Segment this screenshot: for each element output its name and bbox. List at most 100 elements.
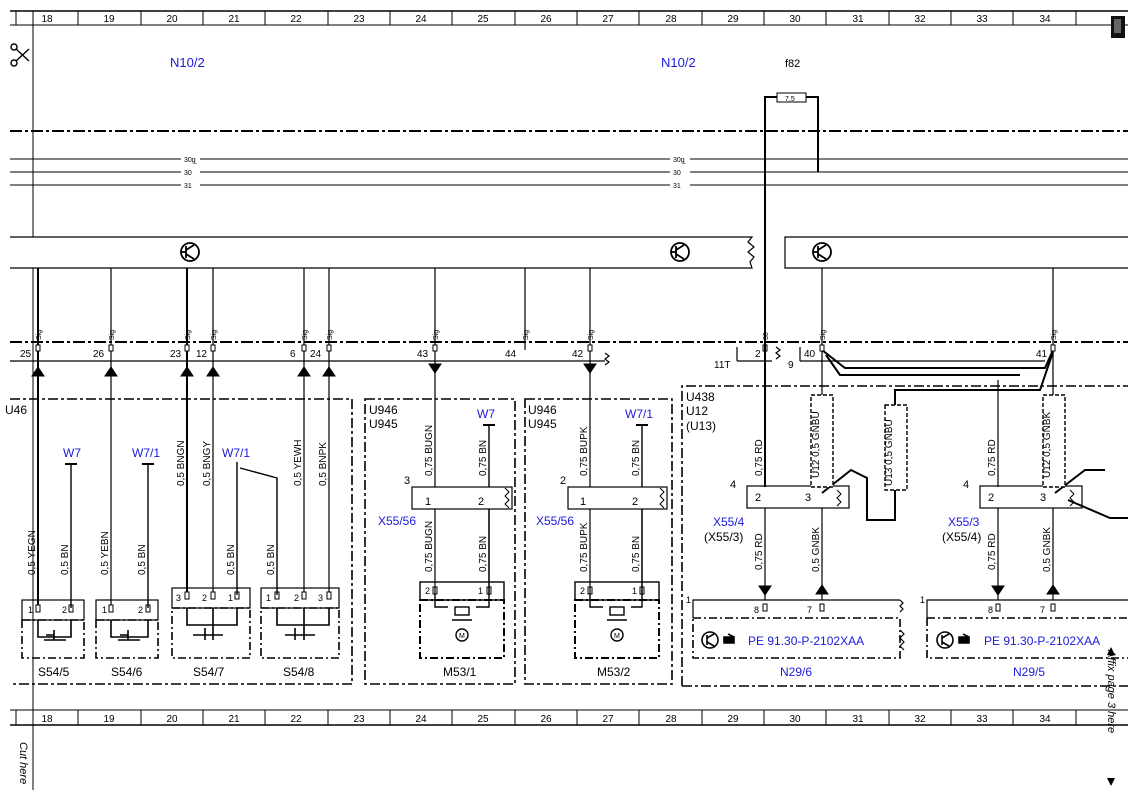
s54-8-pin2: 2	[294, 593, 299, 603]
component-s54-7: S54/7	[193, 665, 225, 679]
ruler-column-top: 25	[477, 14, 489, 25]
ruler-column-bottom: 21	[228, 714, 240, 725]
n29-6-pin8: 8	[754, 605, 759, 615]
wire-label: 0,75 RD	[754, 533, 765, 570]
variant-u13: (U13)	[686, 419, 716, 433]
x55-56-b-pin2: 2	[560, 475, 566, 487]
wire-label: 0,5 YEGN	[27, 530, 38, 575]
x55-56-a-pin1: 1	[425, 496, 431, 508]
switch-mechanism-icons	[37, 608, 330, 641]
terminal	[326, 344, 332, 352]
ruler-column-top: 31	[852, 14, 864, 25]
ruler-column-top: 32	[914, 14, 926, 25]
component-m53-2: M53/2	[597, 665, 631, 679]
supply-30-tag-right: 30	[673, 170, 681, 177]
terminal	[35, 604, 41, 613]
n29-module-boxes	[692, 599, 1128, 659]
terminal	[1050, 344, 1056, 352]
ruler-column-top: 28	[665, 14, 677, 25]
ground-w7-1-a: W7/1	[132, 446, 160, 460]
connector-zigzags	[504, 487, 1075, 509]
terminal	[819, 344, 825, 352]
pin-30-label: 30	[763, 332, 770, 340]
page-marker-icon	[1111, 16, 1125, 38]
switch-boxes	[21, 587, 340, 659]
arrow-up-icon	[104, 366, 118, 377]
terminal	[210, 344, 216, 352]
arrow-up-icon	[180, 366, 194, 377]
ruler-column-top: 27	[602, 14, 614, 25]
variant-u946-a: U946	[369, 403, 398, 417]
ground-w7-1-c: W7/1	[625, 407, 653, 421]
ruler-column-top: 18	[41, 14, 53, 25]
pin-44: 44	[505, 349, 517, 360]
n29-5-pin8: 8	[988, 605, 993, 615]
x55-4-alt-label: (X55/4)	[942, 530, 981, 544]
supply-30g-tag-right: 30g	[673, 157, 685, 164]
s54-8-pin1: 1	[266, 593, 271, 603]
affix-text: Affix page 3 here	[1105, 649, 1117, 733]
ruler-column-top: 29	[727, 14, 739, 25]
pin-23: 23	[170, 349, 182, 360]
sig-label: Sig	[327, 330, 334, 340]
n29-6-pin1: 1	[686, 595, 691, 605]
dash-dot-lines	[10, 130, 1128, 343]
ruler-column-top: 22	[290, 14, 302, 25]
supply-31-tag-right: 31	[673, 183, 681, 190]
ruler-column-bottom: 20	[166, 714, 178, 725]
ground-w7-b: W7	[477, 407, 495, 421]
ruler-column-bottom: 28	[665, 714, 677, 725]
sig-label: Sig	[820, 330, 827, 340]
lower-wires	[434, 345, 1054, 600]
wire-label: 0,5 GNBK	[811, 527, 822, 572]
ruler-column-top: 21	[228, 14, 240, 25]
wire-label: U13 0,5 GNBU	[884, 419, 895, 486]
terminal	[432, 344, 438, 352]
ruler-column-bottom: 29	[727, 714, 739, 725]
wire-label: 0,75 BUPK	[579, 426, 590, 476]
x55-56-b-pin1: 1	[580, 496, 586, 508]
terminal	[184, 591, 190, 600]
wire-label: 0,75 RD	[754, 439, 765, 476]
wire-label: 0,5 BNPK	[318, 442, 329, 486]
terminal	[108, 604, 114, 613]
arrow-up-icon	[31, 366, 45, 377]
wire-label: 0,5 BN	[266, 544, 277, 575]
wire-label: 0,5 YEWH	[293, 440, 304, 487]
x55-4-pin2: 2	[755, 492, 761, 504]
transistor-icon-middle	[670, 242, 690, 262]
terminal	[1050, 603, 1056, 612]
component-n29-5: N29/5	[1013, 665, 1045, 679]
cut-here-text: Cut here	[17, 742, 29, 784]
wire-label: 0,5 YEBN	[100, 531, 111, 575]
x55-56-b-pin2i: 2	[632, 496, 638, 508]
arrow-up-icon	[297, 366, 311, 377]
terminal	[587, 344, 593, 352]
top-ruler	[10, 10, 1128, 26]
component-s54-5: S54/5	[38, 665, 70, 679]
ruler-column-bottom: 27	[602, 714, 614, 725]
reference-pe-b-link[interactable]: PE 91.30-P-2102XAA	[984, 634, 1100, 648]
supply-lines	[10, 158, 1128, 186]
ruler-column-top: 19	[103, 14, 115, 25]
ruler-column-bottom: 24	[415, 714, 427, 725]
component-s54-6: S54/6	[111, 665, 143, 679]
signal-wires	[37, 268, 1054, 608]
reference-pe-a-link[interactable]: PE 91.30-P-2102XAA	[748, 634, 864, 648]
motor-m-icon-1: M	[459, 633, 465, 640]
component-n29-6: N29/6	[780, 665, 812, 679]
pin-24: 24	[310, 349, 322, 360]
connector-bar	[10, 346, 1045, 366]
ruler-column-top: 30	[789, 14, 801, 25]
m53-2-pin1: 1	[632, 586, 637, 596]
terminal	[762, 603, 768, 612]
arrow-down-icon	[583, 363, 597, 374]
sig-label: Sig	[523, 330, 530, 340]
m53-1-pin1: 1	[478, 586, 483, 596]
ruler-column-bottom: 25	[477, 714, 489, 725]
wire-label: 0,75 BN	[478, 440, 489, 476]
x55-3-pin3: 3	[1040, 492, 1046, 504]
wire-label: 0,5 BN	[226, 544, 237, 575]
wire-label: 0,75 BN	[478, 536, 489, 572]
